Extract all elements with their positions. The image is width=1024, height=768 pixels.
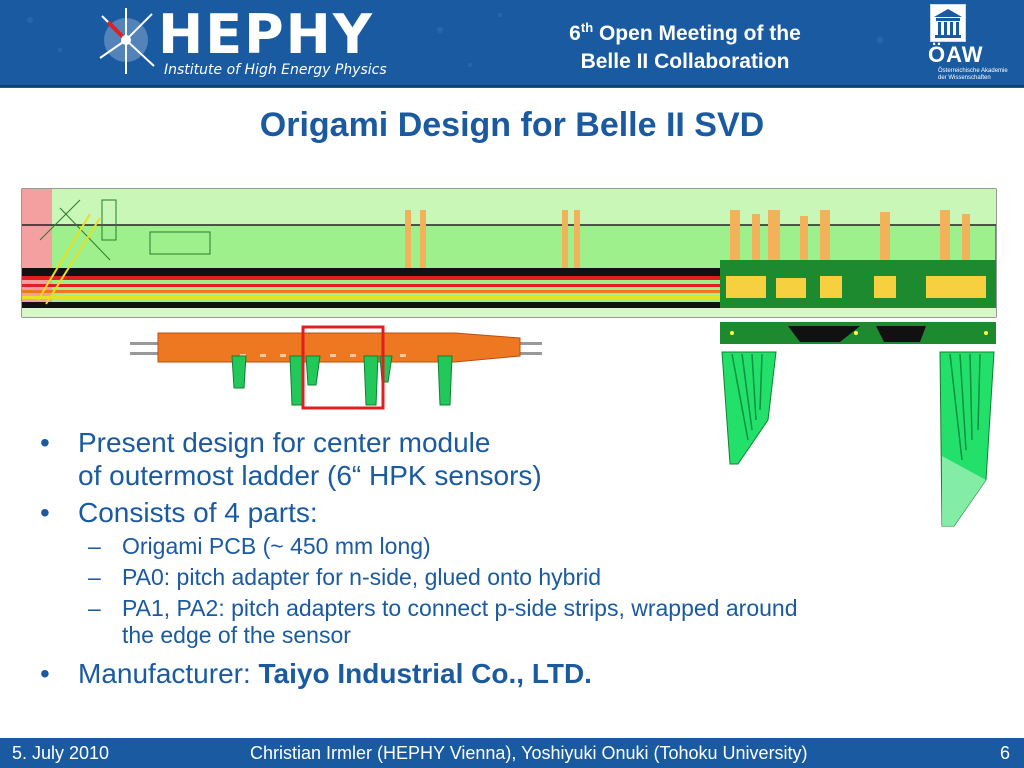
bullet-present-design: • Present design for center module of ou… (40, 426, 980, 492)
slide-title: Origami Design for Belle II SVD (259, 106, 765, 144)
manufacturer-name: Taiyo Industrial Co., LTD. (258, 658, 592, 689)
bullet-present-design-line1: Present design for center module (78, 427, 491, 458)
oaw-subtitle-line1: Österreichische Akademie (938, 68, 1008, 74)
sub-bullet-dash: – (88, 595, 101, 621)
meeting-line2: Belle II Collaboration (580, 50, 790, 73)
oaw-subtitle: Österreichische Akademie der Wissenschaf… (938, 68, 1008, 82)
sub-bullet-pa0: – PA0: pitch adapter for n-side, glued o… (40, 564, 980, 591)
sub-bullet-origami-pcb: – Origami PCB (~ 450 mm long) (40, 533, 980, 560)
hybrid-side-view (720, 322, 996, 527)
oaw-subtitle-line2: der Wissenschaften (938, 75, 991, 81)
bullet-consists-text: Consists of 4 parts: (78, 497, 318, 528)
footer-page-number: 6 (999, 743, 1010, 763)
footer-authors: Christian Irmler (HEPHY Vienna), Yoshiyu… (250, 743, 808, 763)
manufacturer-label: Manufacturer: (78, 658, 259, 689)
oaw-logo: ÖAW Österreichische Akademie der Wissens… (926, 2, 1008, 86)
bullet-dot: • (40, 658, 50, 689)
bullet-manufacturer: • Manufacturer: Taiyo Industrial Co., LT… (40, 657, 980, 690)
academy-building-icon (930, 4, 966, 42)
hephy-logo-text: HEPHY (158, 3, 374, 66)
meeting-ordinal-suffix: th (580, 20, 594, 35)
pcb-layout-image (21, 188, 997, 318)
bullet-list: • Present design for center module of ou… (40, 426, 980, 694)
hephy-logo: HEPHY Institute of High Energy Physics (96, 4, 416, 84)
meeting-title: 6th Open Meeting of the Belle II Collabo… (520, 14, 850, 76)
footer-date: 5. July 2010 (12, 743, 110, 763)
bullet-dot: • (40, 497, 50, 528)
slide-header: HEPHY Institute of High Energy Physics 6… (0, 0, 1024, 88)
bullet-consists: • Consists of 4 parts: (40, 496, 980, 529)
sub-bullet-pa1-pa2-line1: PA1, PA2: pitch adapters to connect p-si… (122, 595, 798, 621)
bullet-dot: • (40, 427, 50, 458)
origami-figures (21, 188, 997, 527)
hephy-logo-subtitle: Institute of High Energy Physics (164, 62, 387, 78)
meeting-line1: Open Meeting of the (593, 22, 801, 45)
starburst-logo-icon (99, 8, 155, 74)
oaw-text: ÖAW (928, 42, 984, 67)
origami-schematic (130, 325, 542, 410)
header-background (0, 0, 1024, 88)
bullet-present-design-line2: of outermost ladder (6“ HPK sensors) (78, 460, 542, 491)
slide-footer: 5. July 2010 Christian Irmler (HEPHY Vie… (0, 738, 1024, 768)
sub-bullet-dash: – (88, 564, 101, 590)
sub-bullet-pa0-text: PA0: pitch adapter for n-side, glued ont… (122, 564, 602, 590)
sub-bullet-pa1-pa2: – PA1, PA2: pitch adapters to connect p-… (40, 595, 980, 649)
sub-bullet-origami-pcb-text: Origami PCB (~ 450 mm long) (122, 533, 431, 559)
meeting-ordinal: 6 (569, 22, 581, 45)
sub-bullet-pa1-pa2-line2: the edge of the sensor (122, 622, 351, 648)
sub-bullet-dash: – (88, 533, 101, 559)
